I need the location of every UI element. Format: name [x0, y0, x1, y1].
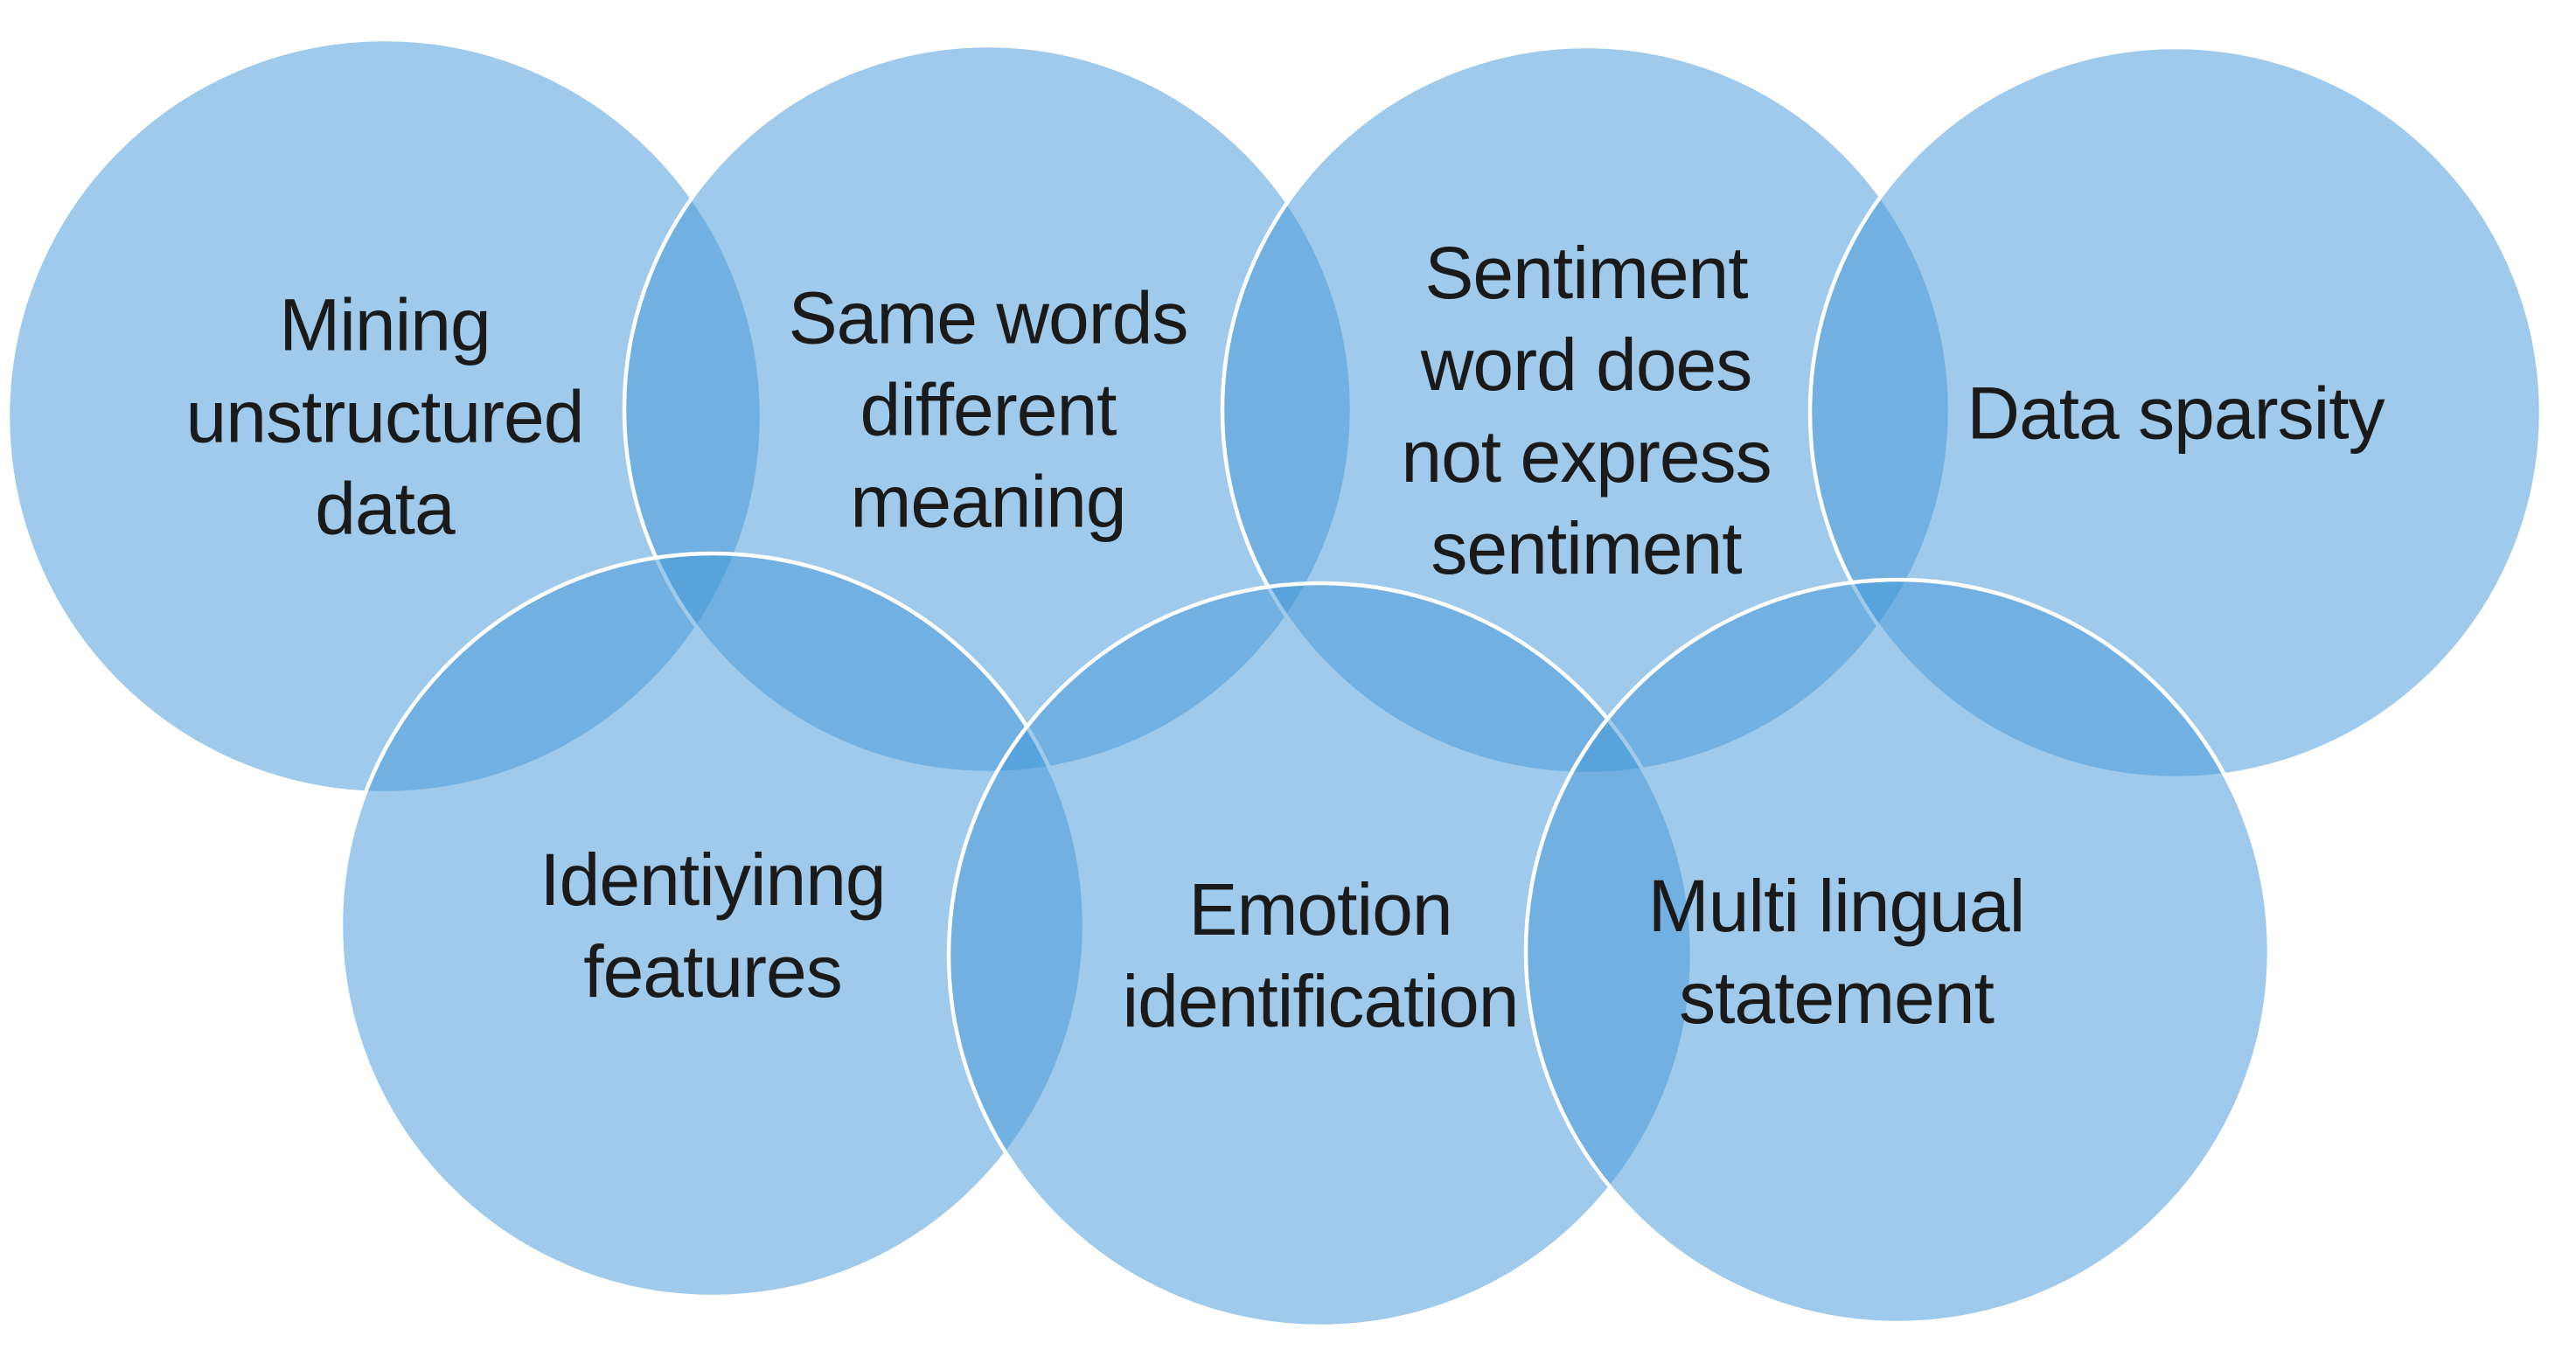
- label-line: Identiyinng: [540, 839, 885, 921]
- label-line: unstructured: [186, 375, 584, 457]
- label-line: Mining: [279, 283, 490, 365]
- label-mining-unstructured-data: Mining unstructured data: [186, 283, 584, 549]
- label-same-words-different-meaning: Same words different meaning: [789, 276, 1188, 542]
- label-line: statement: [1679, 957, 1995, 1039]
- label-line: not express: [1401, 415, 1771, 498]
- circles-layer: [5, 37, 2544, 1329]
- label-identiyinng-features: Identiyinng features: [540, 839, 885, 1012]
- label-line: identification: [1123, 960, 1519, 1042]
- label-line: sentiment: [1431, 507, 1742, 589]
- label-line: features: [583, 930, 842, 1012]
- label-line: different: [860, 368, 1117, 450]
- label-line: word does: [1420, 324, 1752, 406]
- label-line: meaning: [850, 460, 1125, 542]
- label-multi-lingual-statement: Multi lingual statement: [1648, 865, 2025, 1039]
- circle-multi-lingual-statement: [1523, 577, 2272, 1326]
- label-line: Data sparsity: [1967, 372, 2385, 454]
- label-line: data: [315, 467, 456, 549]
- label-sentiment-word-does-not-express-sentiment: Sentiment word does not express sentiment: [1401, 232, 1771, 589]
- label-line: Emotion: [1188, 868, 1452, 950]
- labels-layer: Mining unstructured data Same words differen…: [186, 232, 2386, 1042]
- label-line: Sentiment: [1424, 232, 1748, 314]
- label-emotion-identification: Emotion identification: [1123, 868, 1519, 1042]
- label-line: Multi lingual: [1648, 865, 2025, 947]
- label-data-sparsity: Data sparsity: [1967, 372, 2385, 454]
- label-line: Same words: [789, 276, 1188, 358]
